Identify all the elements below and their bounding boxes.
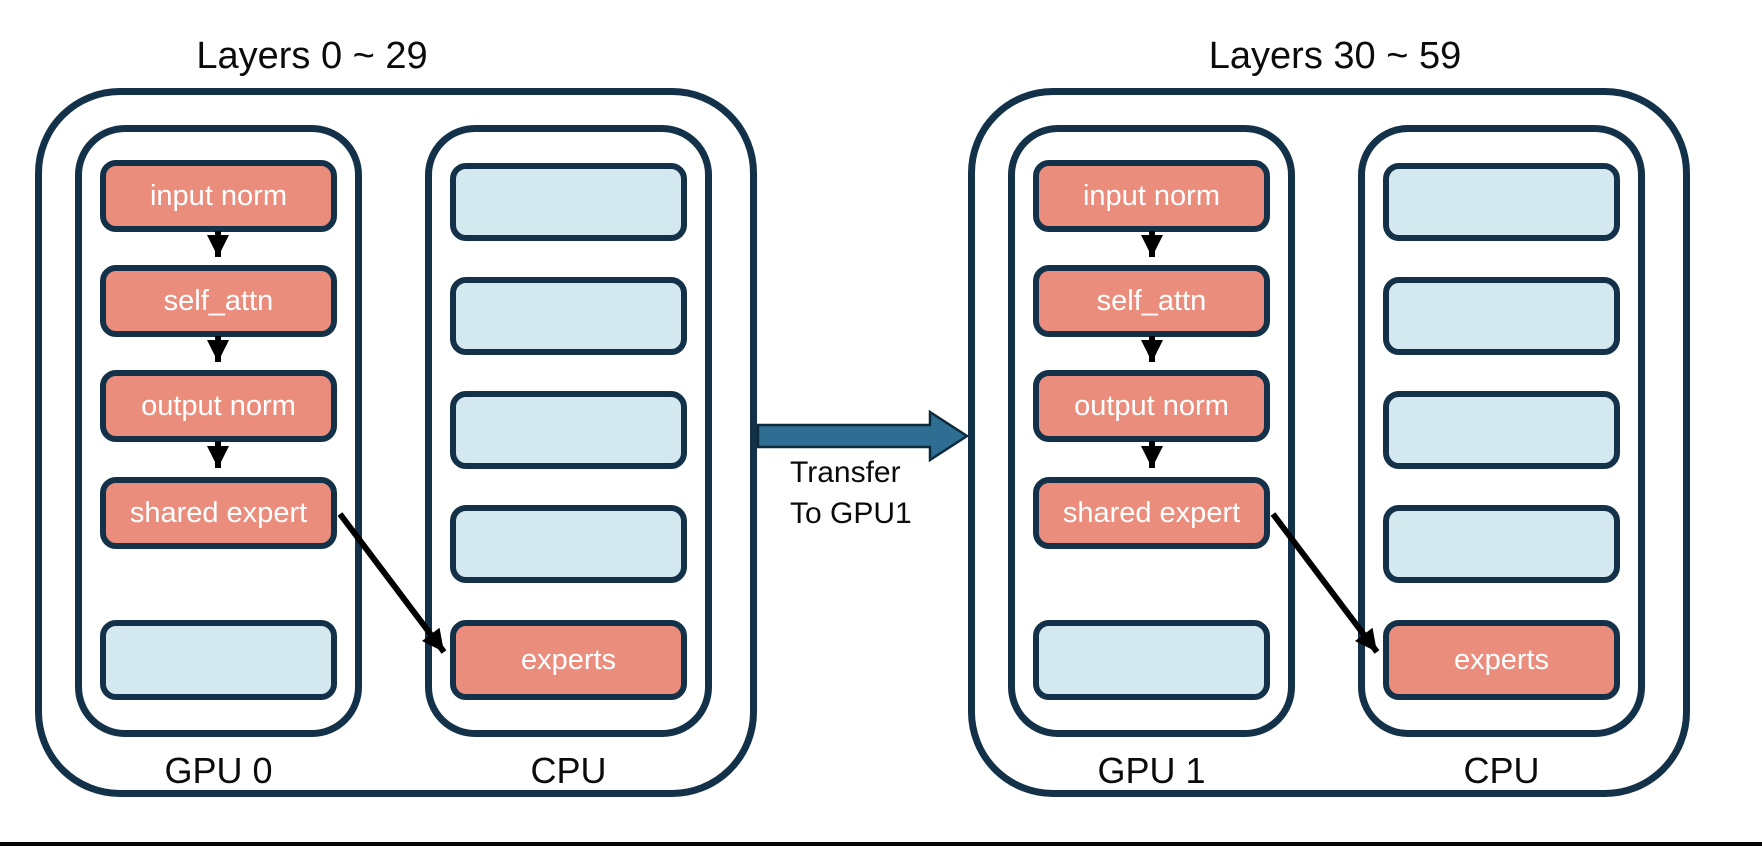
right-group-title: Layers 30 ~ 59: [1208, 35, 1462, 77]
left-node-container: input norm self_attn output norm shared …: [35, 88, 757, 797]
gpu0-self-attn-block: self_attn: [100, 265, 337, 337]
gpu0-input-norm-block: input norm: [100, 160, 337, 232]
gpu0-container: input norm self_attn output norm shared …: [75, 125, 362, 737]
right-cpu-experts-block: experts: [1383, 620, 1620, 700]
gpu1-self-attn-block: self_attn: [1033, 265, 1270, 337]
gpu1-empty-slot: [1033, 620, 1270, 700]
right-cpu-label: CPU: [1463, 750, 1540, 791]
right-cpu-empty-slot: [1383, 391, 1620, 469]
gpu1-shared-expert-block: shared expert: [1033, 477, 1270, 549]
left-cpu-container: experts: [425, 125, 712, 737]
bottom-border: [0, 842, 1762, 846]
left-cpu-empty-slot: [450, 505, 687, 583]
left-cpu-label: CPU: [530, 750, 607, 791]
left-cpu-empty-slot: [450, 391, 687, 469]
gpu0-shared-expert-block: shared expert: [100, 477, 337, 549]
transfer-label-line2: To GPU1: [790, 497, 912, 530]
right-cpu-empty-slot: [1383, 277, 1620, 355]
gpu1-output-norm-block: output norm: [1033, 370, 1270, 442]
gpu1-label: GPU 1: [1097, 750, 1206, 791]
left-cpu-empty-slot: [450, 163, 687, 241]
gpu0-output-norm-block: output norm: [100, 370, 337, 442]
right-cpu-empty-slot: [1383, 505, 1620, 583]
gpu0-label: GPU 0: [164, 750, 273, 791]
gpu1-input-norm-block: input norm: [1033, 160, 1270, 232]
gpu1-container: input norm self_attn output norm shared …: [1008, 125, 1295, 737]
left-cpu-experts-block: experts: [450, 620, 687, 700]
transfer-label-line1: Transfer: [790, 456, 901, 489]
right-node-container: input norm self_attn output norm shared …: [968, 88, 1690, 797]
right-cpu-container: experts: [1358, 125, 1645, 737]
gpu0-empty-slot: [100, 620, 337, 700]
left-cpu-empty-slot: [450, 277, 687, 355]
left-group-title: Layers 0 ~ 29: [196, 35, 428, 77]
transfer-label: Transfer To GPU1: [790, 452, 912, 534]
right-cpu-empty-slot: [1383, 163, 1620, 241]
